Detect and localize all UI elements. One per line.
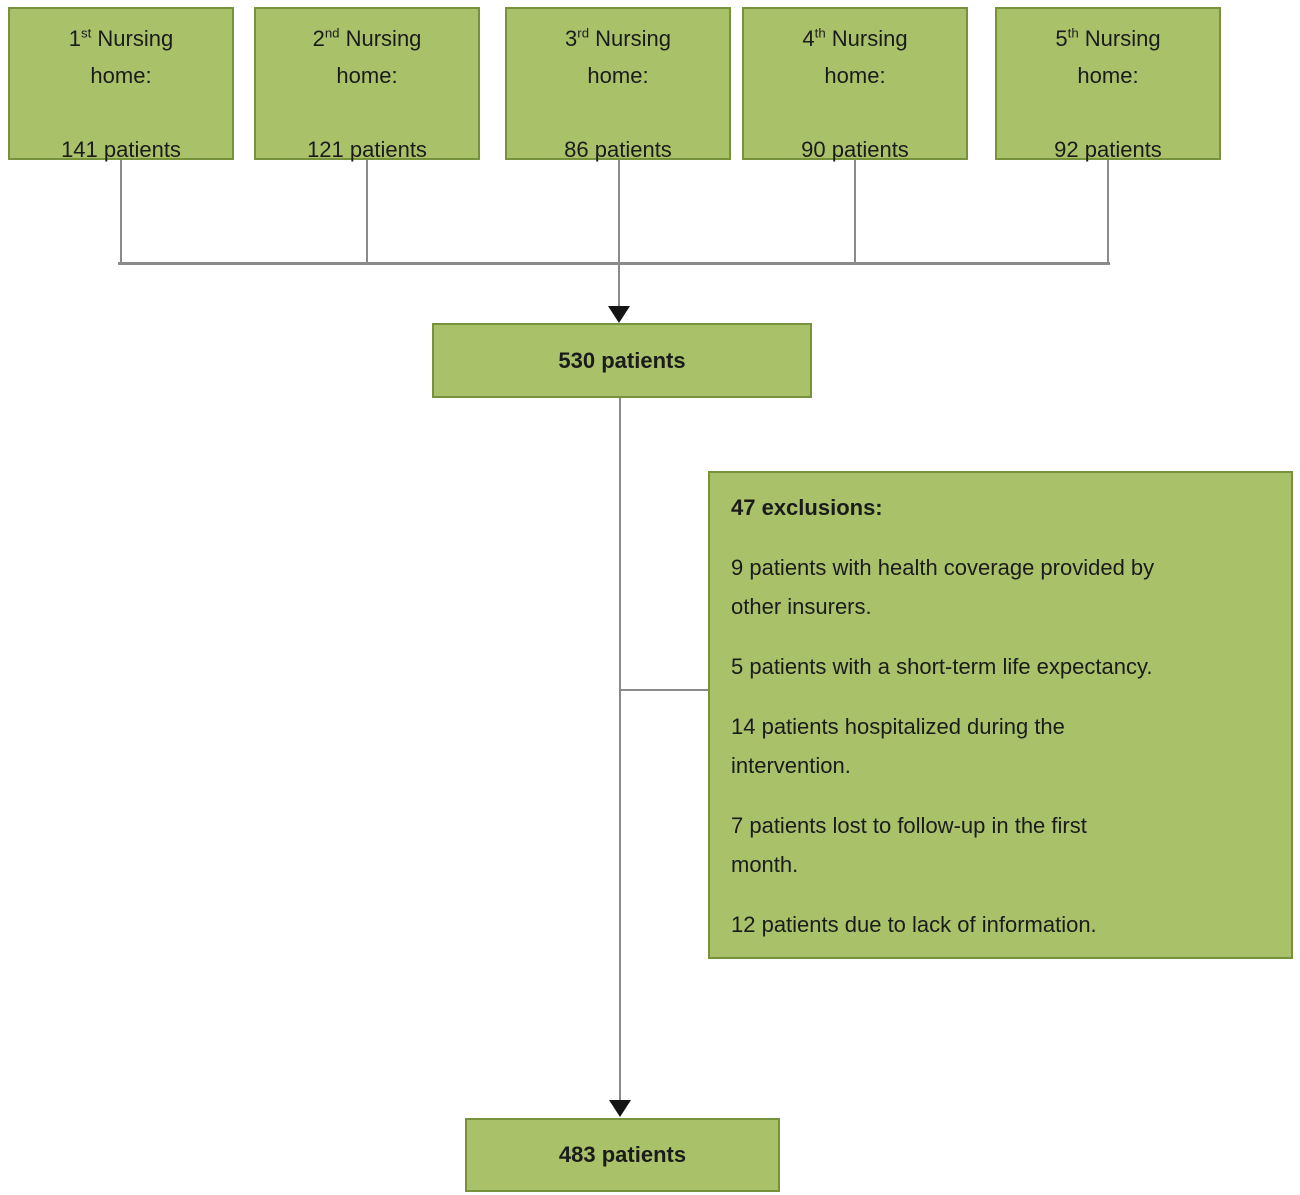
connector-line-home2 — [366, 160, 368, 264]
ordinal-number: 3 — [565, 26, 578, 51]
nursing-home-title-line2: home: — [824, 63, 886, 88]
patient-count: 86 patients — [564, 137, 672, 162]
arrowhead-down-icon — [609, 1100, 631, 1117]
nursing-home-title: 4th Nursing — [744, 20, 966, 57]
exclusions-box: 47 exclusions: 9 patients with health co… — [708, 471, 1293, 959]
nursing-home-box-5: 5th Nursing home: 92 patients — [995, 7, 1221, 162]
ordinal-suffix: th — [1067, 25, 1079, 41]
total-patients-label: 530 patients — [558, 347, 686, 373]
nursing-home-box-2: 2nd Nursing home: 121 patients — [254, 7, 480, 162]
spacer — [744, 94, 966, 131]
connector-line-home1 — [120, 160, 122, 264]
nursing-home-title-line2: home: — [1077, 63, 1139, 88]
total-patients-box: 530 patients — [432, 323, 812, 398]
spacer — [10, 94, 232, 131]
ordinal-number: 2 — [312, 26, 325, 51]
nursing-home-title: 3rd Nursing — [507, 20, 729, 57]
nursing-home-title-line2: home: — [90, 63, 152, 88]
patient-count: 92 patients — [1054, 137, 1162, 162]
exclusions-heading: 47 exclusions: — [731, 495, 883, 520]
exclusion-item-insurers: 9 patients with health coverage provided… — [731, 555, 1155, 619]
nursing-home-title: 1st Nursing — [10, 20, 232, 57]
spacer — [256, 94, 478, 131]
nursing-home-title-line2: home: — [336, 63, 398, 88]
exclusion-item-follow-up: 7 patients lost to follow-up in the firs… — [731, 813, 1087, 877]
ordinal-number: 1 — [68, 26, 82, 51]
nursing-home-box-3: 3rd Nursing home: 86 patients — [505, 7, 731, 162]
title-rest: Nursing — [339, 26, 422, 51]
exclusion-item-life-expectancy: 5 patients with a short-term life expect… — [731, 654, 1153, 679]
connector-line-main — [619, 398, 621, 1101]
nursing-home-box-1: 1st Nursing home: 141 patients — [8, 7, 234, 162]
title-rest: Nursing — [589, 26, 671, 51]
final-patients-box: 483 patients — [465, 1118, 780, 1192]
ordinal-suffix: rd — [577, 25, 590, 41]
exclusion-item-hospitalized: 14 patients hospitalized during the inte… — [731, 714, 1065, 778]
ordinal-number: 4 — [802, 26, 815, 51]
title-rest: Nursing — [91, 26, 174, 51]
connector-line-home4 — [854, 160, 856, 264]
ordinal-suffix: th — [814, 25, 826, 41]
exclusion-item-lack-information: 12 patients due to lack of information. — [731, 912, 1097, 937]
final-patients-label: 483 patients — [558, 1142, 687, 1167]
ordinal-suffix: st — [81, 25, 92, 41]
connector-line-home5 — [1107, 160, 1109, 264]
patient-count: 141 patients — [61, 137, 181, 162]
nursing-home-title-line2: home: — [587, 63, 649, 88]
arrowhead-down-icon — [608, 306, 630, 323]
title-rest: Nursing — [1078, 26, 1161, 51]
merge-line — [118, 262, 1110, 265]
connector-line-home3 — [618, 160, 620, 307]
nursing-home-title: 5th Nursing — [997, 20, 1219, 57]
nursing-home-box-4: 4th Nursing home: 90 patients — [742, 7, 968, 162]
patient-count: 121 patients — [307, 137, 427, 162]
ordinal-number: 5 — [1055, 26, 1068, 51]
branch-line-exclusions — [619, 689, 708, 691]
nursing-home-title: 2nd Nursing — [256, 20, 478, 57]
title-rest: Nursing — [825, 26, 908, 51]
ordinal-suffix: nd — [324, 25, 340, 41]
spacer — [997, 94, 1219, 131]
spacer — [507, 94, 729, 131]
patient-count: 90 patients — [801, 137, 909, 162]
